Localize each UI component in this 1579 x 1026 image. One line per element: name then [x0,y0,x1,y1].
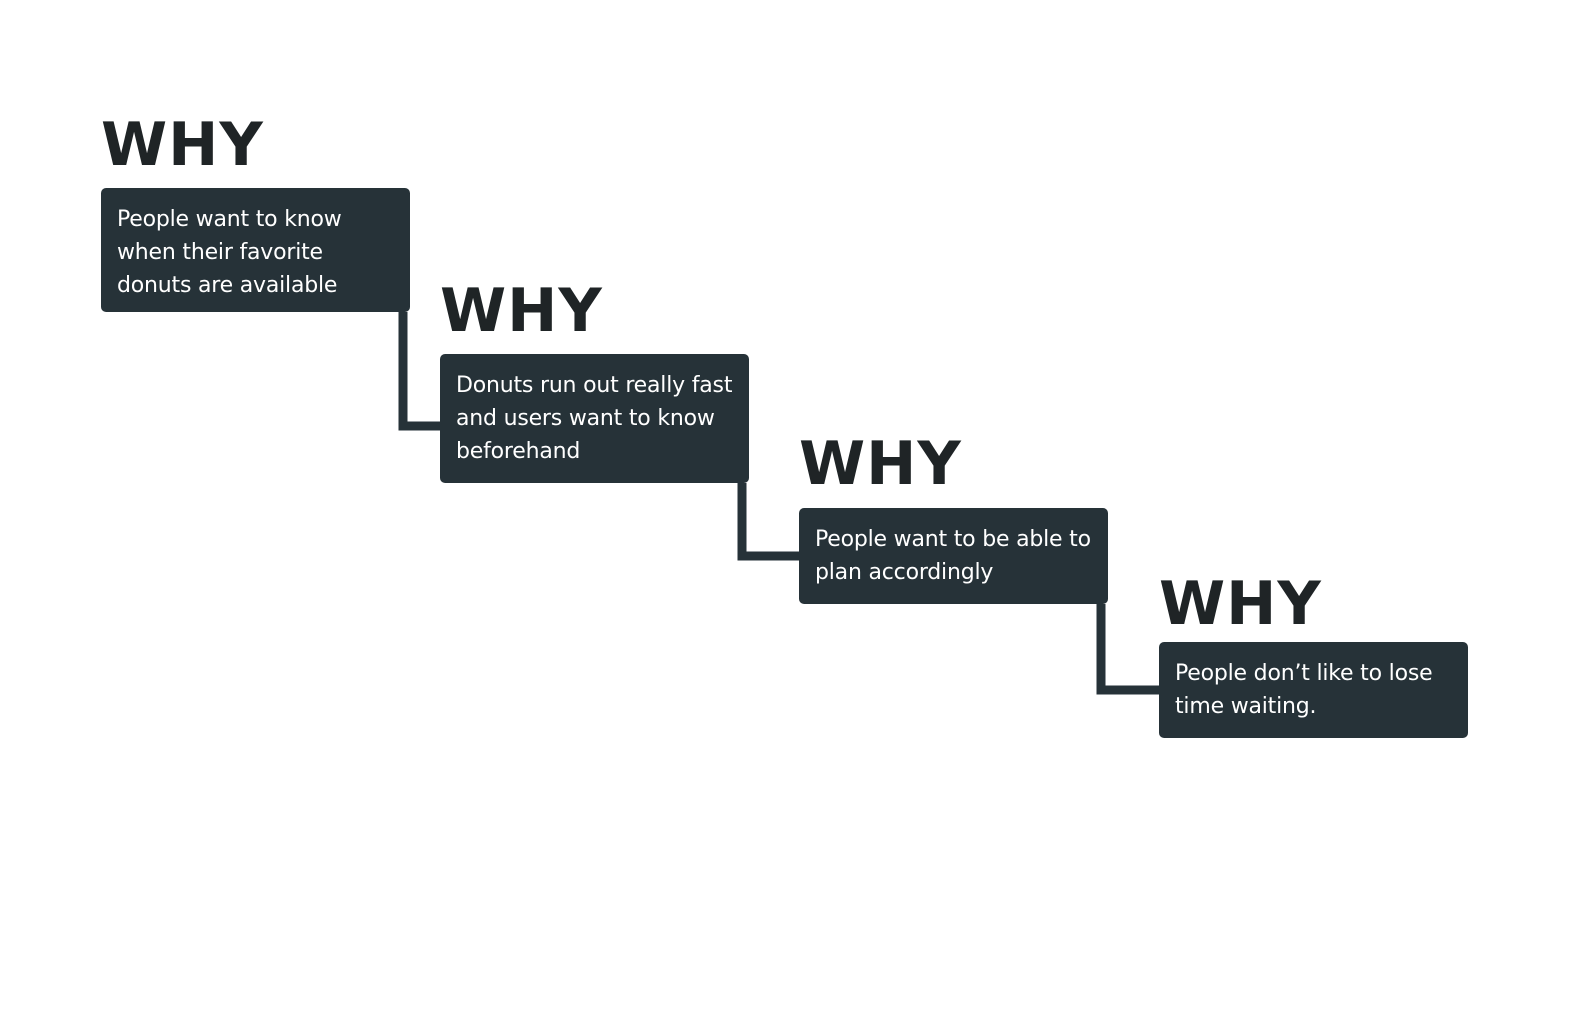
why-answer-box: People don’t like to lose time waiting. [1159,642,1468,738]
why-heading: WHY [799,429,962,499]
connector-2-3 [737,483,799,561]
why-answer-text: People don’t like to lose time waiting. [1175,661,1433,719]
connector-3-4 [1096,604,1159,695]
why-answer-box: Donuts run out really fast and users wan… [440,354,749,483]
why-answer-box: People want to be able to plan according… [799,508,1108,604]
why-heading: WHY [101,110,264,180]
why-heading: WHY [440,276,603,346]
why-answer-text: People want to know when their favorite … [117,207,342,298]
why-answer-text: Donuts run out really fast and users wan… [456,373,733,464]
connector-1-2 [398,312,440,431]
why-heading: WHY [1159,569,1322,639]
why-answer-text: People want to be able to plan according… [815,527,1091,585]
why-answer-box: People want to know when their favorite … [101,188,410,312]
